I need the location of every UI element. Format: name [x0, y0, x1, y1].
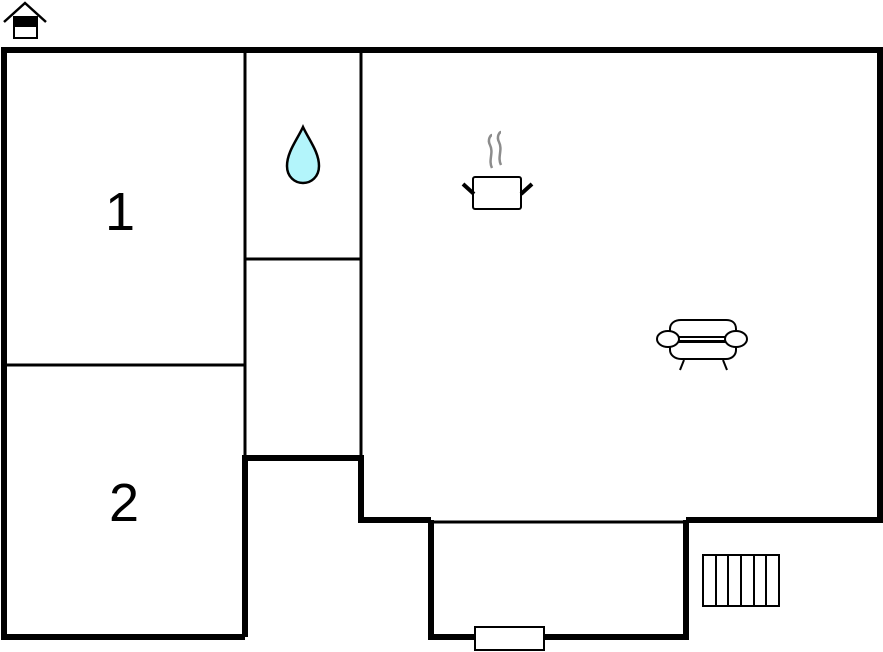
- water-drop-icon: [285, 124, 321, 185]
- room-label-1: 1: [105, 182, 135, 242]
- room-label-2: 2: [109, 473, 139, 533]
- interior-walls: [4, 50, 686, 524]
- sofa-icon: [656, 319, 748, 371]
- stairs-icon: [702, 554, 780, 607]
- door-step-icon: [474, 626, 545, 651]
- house-icon: [3, 1, 47, 39]
- cooking-pot-icon: [461, 130, 534, 210]
- exterior-walls: [1, 47, 883, 640]
